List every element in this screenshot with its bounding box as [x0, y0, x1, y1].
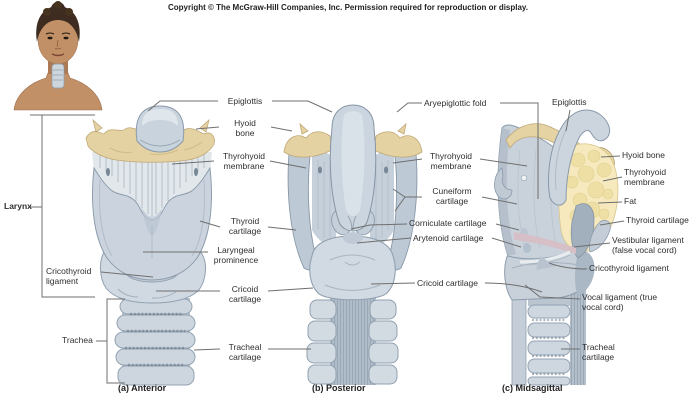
label-epiglottis-midsagittal: Epiglottis: [552, 97, 587, 107]
vocal-fold-shape: [519, 250, 571, 264]
label-vocal-ligament: Vocal ligament (true vocal cord): [582, 292, 658, 313]
posterior-view-illustration: [283, 104, 423, 385]
label-trachea: Trachea: [62, 335, 93, 345]
caption-midsagittal: (c) Midsagittal: [502, 383, 563, 393]
label-cricothyroid-ligament-midsagittal: Cricothyroid ligament: [589, 263, 669, 273]
label-thyroid-cartilage-mid: Thyroid cartilage: [228, 216, 262, 237]
label-epiglottis-mid: Epiglottis: [227, 96, 263, 106]
caption-posterior: (b) Posterior: [312, 383, 366, 393]
left-column-lines: [30, 114, 154, 384]
copyright-notice: Copyright © The McGraw-Hill Companies, I…: [167, 3, 529, 12]
label-hyoid-bone-midsagittal: Hyoid bone: [622, 150, 666, 160]
label-thyroid-cartilage-midsagittal: Thyroid cartilage: [626, 215, 689, 225]
laryngeal-prominence-shape: [142, 208, 162, 236]
neck-larynx-highlight: [51, 63, 65, 89]
between-bc-lines: [350, 102, 543, 293]
label-vestibular-ligament: Vestibular ligament (false vocal cord): [612, 235, 684, 256]
label-aryepiglottic-fold: Aryepiglottic fold: [424, 98, 487, 108]
label-cuneiform-cartilage: Cuneiform cartilage: [432, 186, 472, 207]
right-column-lines: [524, 109, 625, 350]
trachea-rings: [114, 298, 196, 386]
label-thyrohyoid-membrane-midsagittal: Thyrohyoid membrane: [624, 167, 667, 188]
label-cricoid-cartilage-posterior: Cricoid cartilage: [417, 278, 478, 288]
label-corniculate-cartilage: Corniculate cartilage: [409, 218, 487, 228]
trachea-rings-midsagittal: [527, 296, 571, 386]
label-thyrohyoid-membrane-posterior: Thyrohyoid membrane: [429, 151, 473, 172]
anterior-view-illustration: [85, 105, 215, 386]
label-laryngeal-prominence: Laryngeal prominence: [213, 245, 259, 266]
leader-lines: [30, 100, 625, 384]
label-larynx: Larynx: [4, 201, 32, 211]
trachea-rings-posterior: [306, 299, 399, 385]
label-arytenoid-cartilage: Arytenoid cartilage: [413, 233, 484, 243]
label-thyrohyoid-membrane-mid: Thyrohyoid membrane: [222, 151, 266, 172]
human-head-figure: [13, 1, 103, 111]
middle-column-lines: [143, 100, 333, 351]
label-cricothyroid-ligament-anterior: Cricothyroid ligament: [46, 266, 92, 287]
label-tracheal-cartilage-midsagittal: Tracheal cartilage: [582, 342, 615, 363]
label-fat: Fat: [624, 196, 637, 206]
label-tracheal-cartilage-mid: Tracheal cartilage: [228, 342, 262, 363]
label-hyoid-bone-mid: Hyoid bone: [234, 118, 256, 139]
vestibular-fold-shape: [514, 232, 576, 254]
label-cricoid-cartilage-mid: Cricoid cartilage: [228, 284, 262, 305]
caption-anterior: (a) Anterior: [118, 383, 167, 393]
